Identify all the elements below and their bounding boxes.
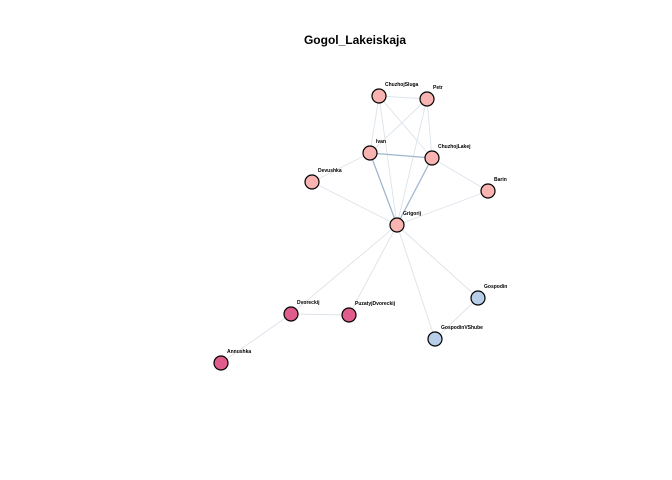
node-label-Dvoreckij: Dvoreckij: [297, 300, 320, 306]
edge-Grigorij-GospodinVShube: [396, 224, 436, 340]
node-label-Petr: Petr: [433, 85, 443, 91]
edge-ChuzhojSluga-Grigorij: [378, 95, 398, 226]
node-Ivan[interactable]: [362, 145, 378, 161]
node-label-ChuzhojLakej: ChuzhojLakej: [438, 144, 471, 150]
node-Annushka[interactable]: [213, 355, 229, 371]
node-label-Gospodin: Gospodin: [484, 284, 507, 290]
node-Dvoreckij[interactable]: [283, 306, 299, 322]
node-Grigorij[interactable]: [389, 217, 405, 233]
edge-Petr-ChuzhojLakej: [426, 98, 433, 159]
node-label-Grigorij: Grigorij: [403, 211, 422, 217]
edge-ChuzhojLakej-Grigorij: [396, 157, 433, 226]
edge-ChuzhojSluga-Ivan: [369, 95, 380, 154]
node-Barin[interactable]: [480, 183, 496, 199]
graph-title: Gogol_Lakeiskaja: [304, 33, 406, 47]
node-label-Annushka: Annushka: [227, 349, 251, 355]
edge-layer: [220, 95, 489, 364]
edge-Dvoreckij-PuzatyjDvoreckij: [290, 313, 350, 316]
edge-Barin-Grigorij: [396, 190, 489, 226]
edge-Gospodin-GospodinVShube: [434, 297, 479, 340]
node-label-Ivan: Ivan: [376, 139, 386, 145]
node-ChuzhojSluga[interactable]: [371, 88, 387, 104]
edge-ChuzhojSluga-Petr: [378, 95, 428, 100]
edge-Petr-Ivan: [369, 98, 428, 154]
edge-Ivan-Grigorij: [369, 152, 398, 226]
edge-Grigorij-PuzatyjDvoreckij: [348, 224, 398, 316]
node-label-GospodinVShube: GospodinVShube: [441, 325, 483, 331]
node-Gospodin[interactable]: [470, 290, 486, 306]
edge-Ivan-ChuzhojLakej: [369, 152, 433, 159]
edge-Dvoreckij-Annushka: [220, 313, 292, 364]
node-label-Barin: Barin: [494, 177, 507, 183]
node-ChuzhojLakej[interactable]: [424, 150, 440, 166]
edge-Grigorij-Dvoreckij: [290, 224, 398, 315]
node-label-ChuzhojSluga: ChuzhojSluga: [385, 82, 419, 88]
edge-Ivan-Devushka: [311, 152, 371, 183]
edge-ChuzhojLakej-Barin: [431, 157, 489, 192]
node-GospodinVShube[interactable]: [427, 331, 443, 347]
node-Devushka[interactable]: [304, 174, 320, 190]
edge-Grigorij-Gospodin: [396, 224, 479, 299]
edge-ChuzhojSluga-ChuzhojLakej: [378, 95, 433, 159]
node-label-PuzatyjDvoreckij: PuzatyjDvoreckij: [355, 301, 396, 307]
edge-Petr-Grigorij: [396, 98, 428, 226]
node-Petr[interactable]: [419, 91, 435, 107]
edge-Devushka-Grigorij: [311, 181, 398, 226]
node-PuzatyjDvoreckij[interactable]: [341, 307, 357, 323]
node-label-Devushka: Devushka: [318, 168, 342, 174]
